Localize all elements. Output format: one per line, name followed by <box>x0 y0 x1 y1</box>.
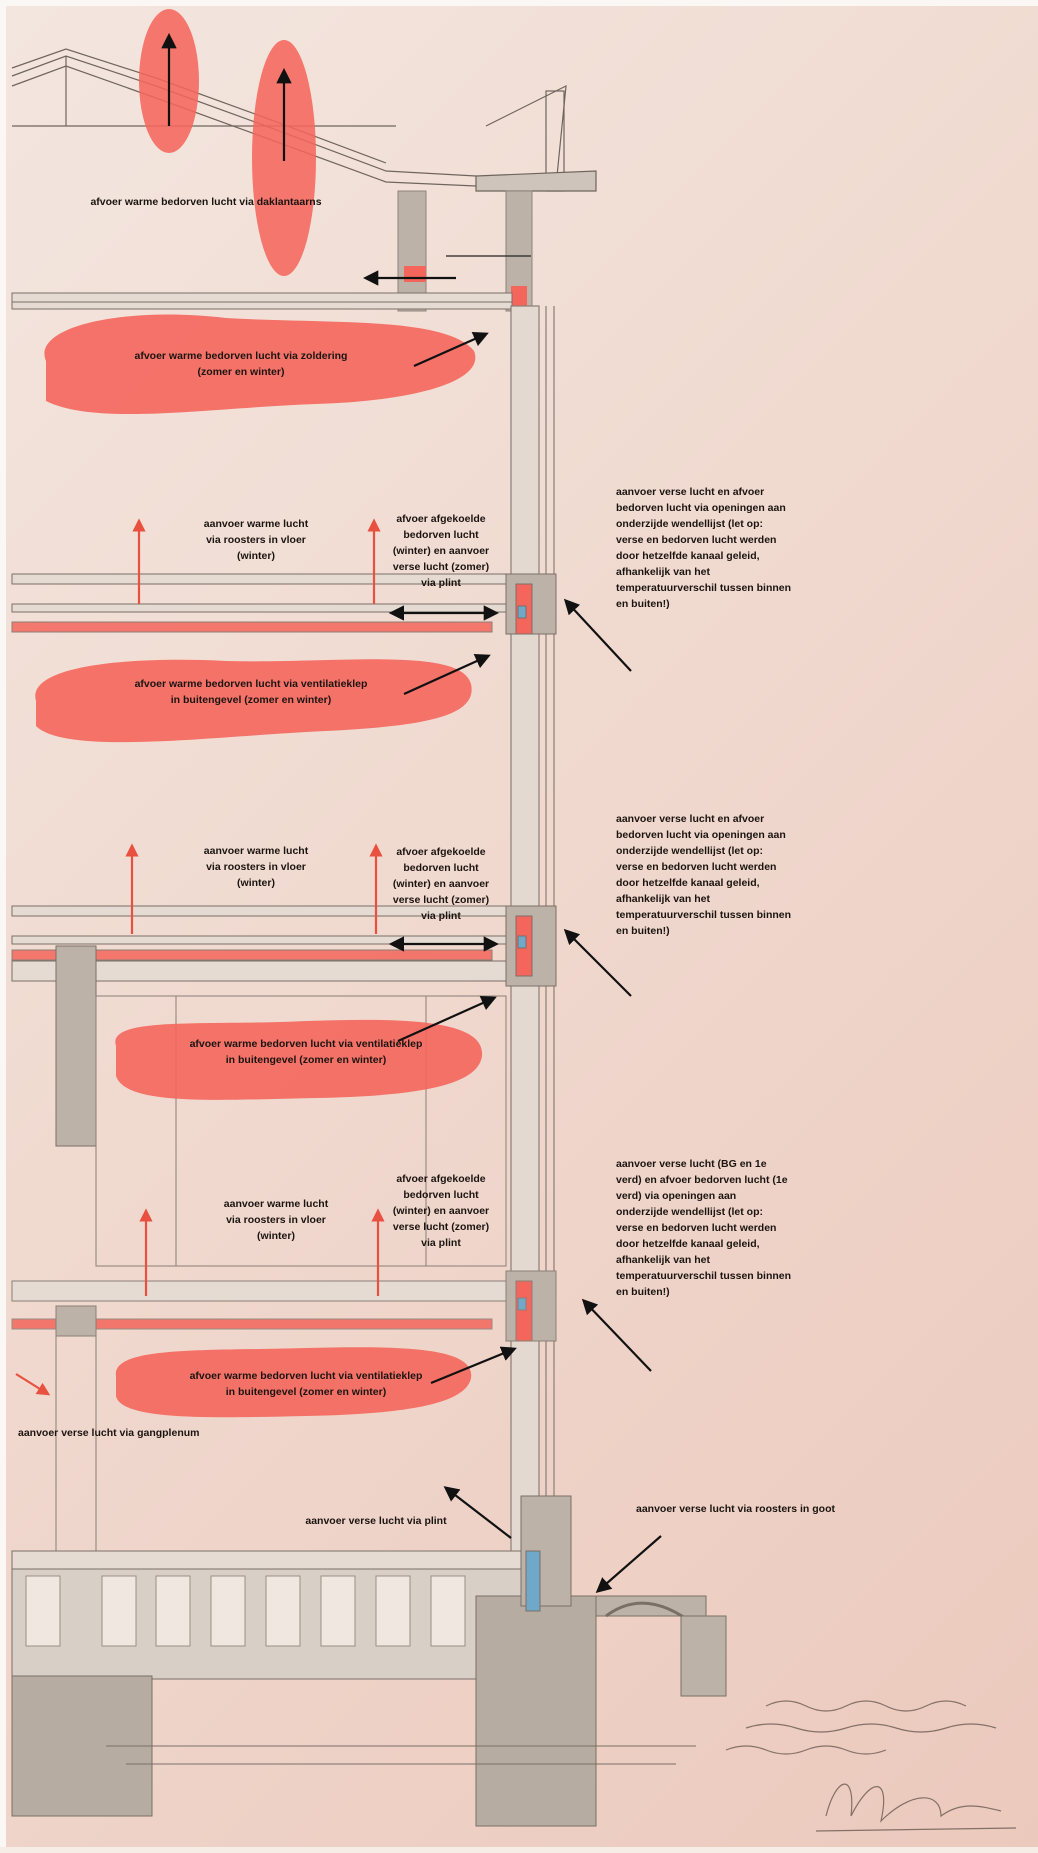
corridor-plenum-label: aanvoer verse lucht via gangplenum <box>18 1427 200 1439</box>
floor-2-slab <box>11 905 557 1147</box>
floor2-warm-supply-label: aanvoer warme lucht via roosters in vloe… <box>203 845 309 889</box>
floor3-cooled-exhaust-label: afvoer afgekoelde bedorven lucht (winter… <box>392 513 490 589</box>
floor1-facade-label: aanvoer verse lucht (BG en 1e verd) en a… <box>616 1158 792 1298</box>
floor2-cooled-exhaust-label: afvoer afgekoelde bedorven lucht (winter… <box>392 846 490 922</box>
basement <box>11 1495 727 1827</box>
roof-structure <box>11 48 597 192</box>
floor2-vent-exhaust-label: afvoer warme bedorven lucht via ventilat… <box>189 1038 423 1066</box>
signature <box>725 1700 1017 1832</box>
floor-3-slab <box>11 573 557 635</box>
floor2-facade-label: aanvoer verse lucht en afvoer bedorven l… <box>616 813 792 937</box>
gutter-supply-label: aanvoer verse lucht via roosters in goot <box>636 1503 835 1515</box>
floor3-vent-highlight <box>35 659 472 743</box>
warm-air-arrows <box>15 518 385 1396</box>
floor3-facade-label: aanvoer verse lucht en afvoer bedorven l… <box>616 486 792 610</box>
ground-floor-structure <box>11 995 557 1576</box>
floor1-vent-highlight <box>115 1347 472 1418</box>
airflow-arrows <box>161 32 662 1594</box>
roof-exhaust-label: afvoer warme bedorven lucht via daklanta… <box>90 196 322 208</box>
floor2-vent-highlight <box>115 1019 483 1100</box>
floor1-warm-supply-label: aanvoer warme lucht via roosters in vloe… <box>223 1198 329 1242</box>
building-section-drawing <box>11 9 1017 1832</box>
floor1-cooled-exhaust-label: afvoer afgekoelde bedorven lucht (winter… <box>392 1173 490 1249</box>
plinth-supply-label: aanvoer verse lucht via plint <box>305 1515 447 1527</box>
floor3-vent-exhaust-label: afvoer warme bedorven lucht via ventilat… <box>134 678 368 706</box>
floor3-warm-supply-label: aanvoer warme lucht via roosters in vloe… <box>203 518 309 562</box>
floor1-vent-exhaust-label: afvoer warme bedorven lucht via ventilat… <box>189 1370 423 1398</box>
attic-exhaust-highlight <box>44 314 476 415</box>
attic-exhaust-label: afvoer warme bedorven lucht via zolderin… <box>134 350 348 378</box>
